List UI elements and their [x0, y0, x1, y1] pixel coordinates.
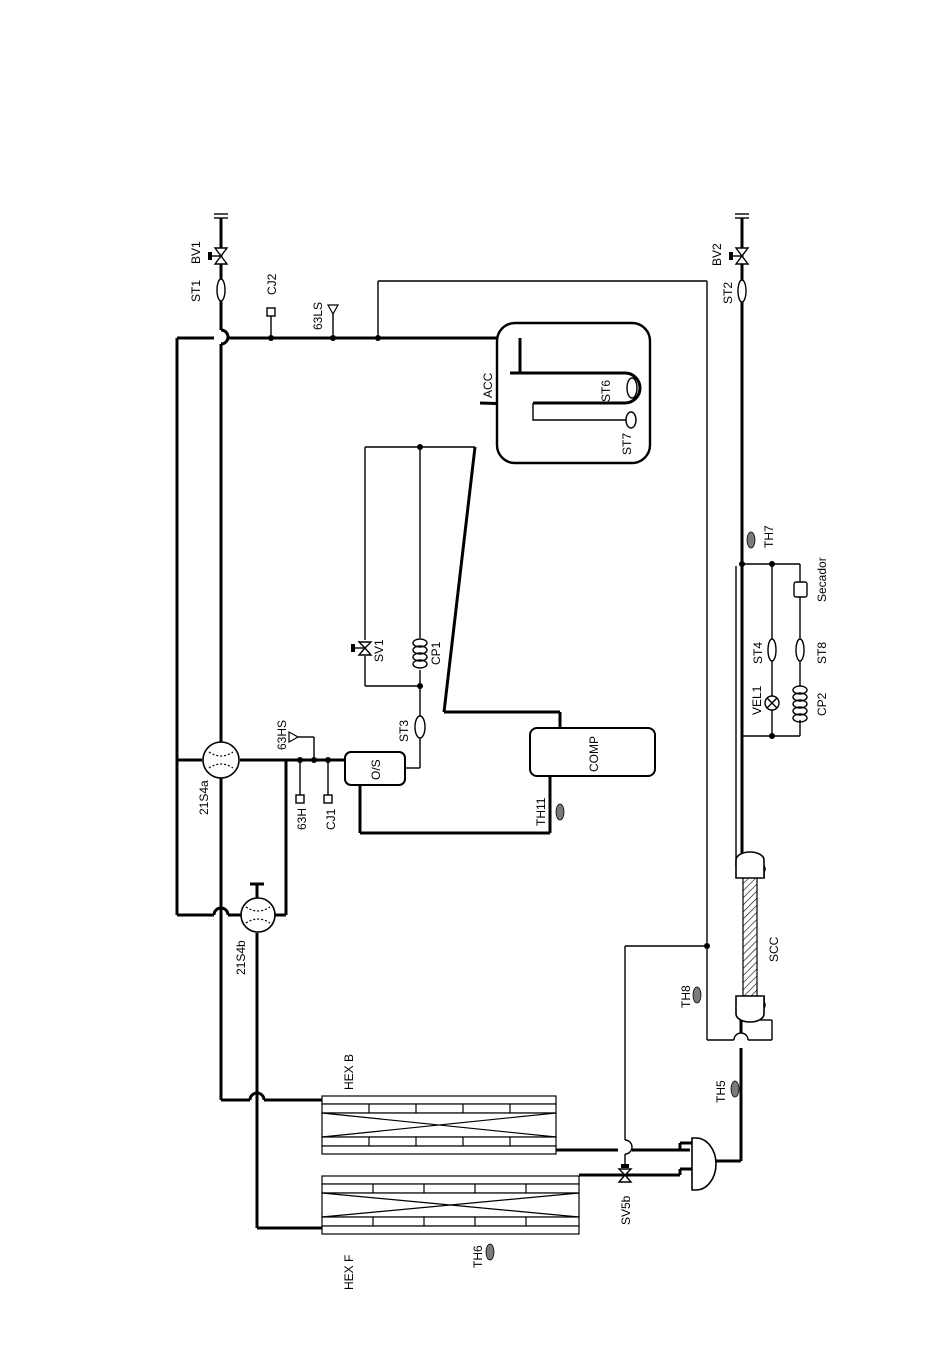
label-sv5b: SV5b — [619, 1195, 633, 1225]
label-th11: TH11 — [534, 797, 548, 826]
label-cp1: CP1 — [429, 641, 443, 665]
thermistor-th6 — [486, 1244, 494, 1260]
thermistor-th5 — [731, 1081, 739, 1097]
strainer-st8 — [796, 639, 804, 661]
label-cj2: CJ2 — [265, 273, 279, 295]
label-st1: ST1 — [189, 280, 203, 302]
label-th6: TH6 — [471, 1245, 485, 1268]
label-st8: ST8 — [815, 642, 829, 664]
label-acc: ACC — [481, 372, 495, 398]
pressure-sensor-63ls — [328, 305, 338, 314]
four-way-valve-21s4a — [203, 742, 239, 778]
high-pressure-switch-63h — [296, 795, 304, 803]
thermistor-th11 — [556, 804, 564, 820]
label-th7: TH7 — [762, 525, 776, 548]
capillary-cp1 — [413, 639, 427, 668]
label-cp2: CP2 — [815, 692, 829, 716]
ball-valve-bv1 — [208, 248, 227, 264]
strainer-st2 — [738, 280, 746, 302]
strainer-st1 — [217, 279, 225, 301]
solenoid-valve-sv1 — [351, 642, 371, 655]
pressure-switch-63hs — [289, 732, 298, 742]
distributor-header — [692, 1138, 716, 1190]
label-bv2: BV2 — [710, 243, 724, 266]
label-th8: TH8 — [679, 985, 693, 1008]
capillary-cp2 — [793, 686, 807, 722]
label-hexf: HEX F — [342, 1255, 356, 1290]
check-joint-cj1 — [324, 795, 332, 803]
piping — [177, 214, 800, 1228]
thermistor-th7 — [747, 532, 755, 548]
heat-exchanger-hexb — [322, 1096, 556, 1154]
label-21s4b: 21S4b — [234, 940, 248, 975]
dryer-secador — [794, 582, 807, 597]
label-st2: ST2 — [721, 282, 735, 304]
label-st6: ST6 — [599, 380, 613, 402]
label-comp: COMP — [587, 736, 601, 772]
check-joint-cj2 — [267, 308, 275, 316]
label-cj1: CJ1 — [324, 808, 338, 830]
label-63ls: 63LS — [311, 302, 325, 330]
label-21s4a: 21S4a — [197, 780, 211, 815]
label-st7: ST7 — [620, 433, 634, 455]
ball-valve-bv2 — [729, 248, 748, 264]
strainer-st6 — [627, 378, 637, 398]
label-63hs: 63HS — [275, 720, 289, 750]
label-scc: SCC — [767, 936, 781, 962]
label-th5: TH5 — [714, 1080, 728, 1103]
heat-exchanger-hexf — [322, 1176, 579, 1234]
label-bv1: BV1 — [189, 241, 203, 264]
thermistor-th8 — [693, 987, 701, 1003]
label-st4: ST4 — [751, 642, 765, 664]
label-os: O/S — [369, 759, 383, 780]
strainer-st4 — [768, 639, 776, 661]
label-st3: ST3 — [397, 720, 411, 742]
strainer-st3 — [415, 716, 425, 738]
solenoid-valve-sv5b — [619, 1164, 631, 1182]
subcooler-scc — [736, 852, 765, 1022]
label-hexb: HEX B — [342, 1054, 356, 1090]
strainer-st7 — [626, 412, 636, 428]
label-sv1: SV1 — [372, 639, 386, 662]
four-way-valve-21s4b — [241, 898, 275, 932]
label-vel1: VEL1 — [750, 685, 764, 715]
label-secador: Secador — [815, 557, 829, 602]
expansion-valve-vel1 — [765, 696, 779, 710]
label-63h: 63H — [295, 808, 309, 830]
